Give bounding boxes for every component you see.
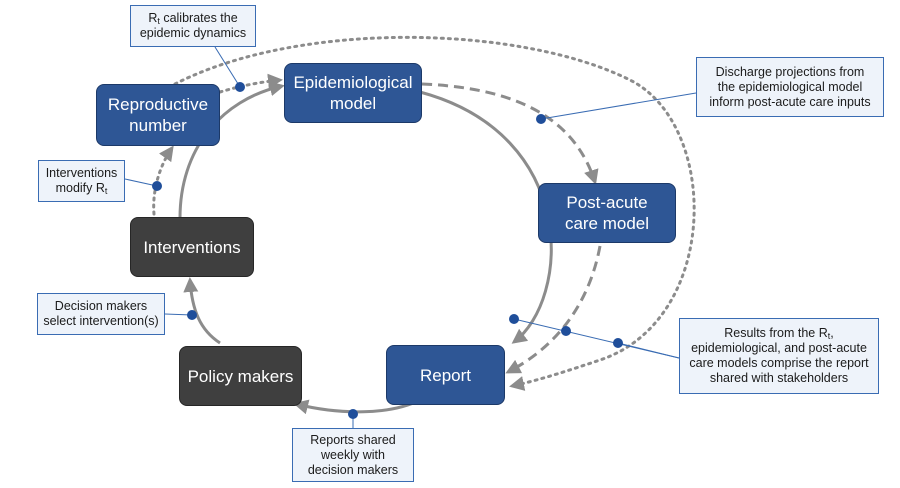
dot-rt-calibrates	[235, 82, 245, 92]
callout-results: Results from the Rt, epidemiological, an…	[679, 318, 879, 394]
callout-decision-makers: Decision makers select intervention(s)	[37, 293, 165, 335]
arrow-rt-outer-loop-to-report	[173, 35, 696, 391]
arrow-policy-to-interventions	[183, 277, 221, 345]
arrow-epi-to-postacute	[421, 82, 599, 185]
node-interventions: Interventions	[130, 217, 254, 277]
leader-interventions-modify	[124, 178, 158, 187]
callout-rt-calibrates-sub: t	[157, 16, 160, 26]
callout-interventions-modify-sub: t	[104, 186, 108, 196]
callout-rt-calibrates-pre: R	[148, 11, 158, 25]
callout-results-pre: Results from the R	[724, 326, 828, 340]
callout-decision-makers-line2: select intervention(s)	[43, 314, 159, 328]
leader-discharge	[540, 92, 697, 120]
callout-results-line3: care models comprise the report	[689, 356, 869, 370]
dot-interventions-modify	[152, 181, 162, 191]
leader-rt-calibrates	[214, 46, 241, 88]
callout-reports-shared: Reports shared weekly with decision make…	[292, 428, 414, 482]
callout-discharge: Discharge projections from the epidemiol…	[696, 57, 884, 117]
dot-results-c	[613, 338, 623, 348]
arrow-postacute-to-report	[505, 245, 602, 374]
dot-results-b	[561, 326, 571, 336]
callout-discharge-line3: inform post-acute care inputs	[709, 94, 871, 109]
leader-results-c	[617, 342, 680, 359]
callout-rt-calibrates-post: calibrates the	[159, 11, 238, 25]
callout-discharge-line2: the epidemiological model	[717, 79, 863, 94]
arrow-epi-to-report	[419, 90, 553, 344]
callout-results-sub: t	[827, 331, 831, 341]
node-post-acute-care-model: Post-acute care model	[538, 183, 676, 243]
node-reproductive-number: Reproductive number	[96, 84, 220, 146]
callout-interventions-modify-pre: modify R	[55, 181, 105, 195]
callout-results-post: ,	[830, 326, 834, 340]
callout-discharge-line1: Discharge projections from	[715, 64, 865, 79]
arrow-rt-to-epi	[218, 73, 283, 94]
callout-reports-shared-line2: weekly with	[321, 447, 385, 462]
callout-interventions-modify-line1: Interventions	[45, 166, 118, 180]
node-epidemiological-model: Epidemiological model	[284, 63, 422, 123]
callout-results-line2: epidemiological, and post-acute	[691, 341, 867, 355]
arrow-interventions-to-rt	[152, 145, 174, 216]
callout-interventions-modify: Interventions modify Rt	[38, 160, 125, 202]
callout-rt-calibrates-line2: epidemic dynamics	[139, 26, 247, 40]
callout-reports-shared-line1: Reports shared	[310, 432, 396, 447]
callout-rt-calibrates: Rt calibrates the epidemic dynamics	[130, 5, 256, 47]
callout-results-line4: shared with stakeholders	[709, 371, 849, 385]
dot-discharge	[536, 114, 546, 124]
node-policy-makers: Policy makers	[179, 346, 302, 406]
callout-reports-shared-line3: decision makers	[307, 462, 399, 477]
dot-results-a	[509, 314, 519, 324]
callout-decision-makers-line1: Decision makers	[54, 299, 148, 313]
dot-decision-makers	[187, 310, 197, 320]
node-report: Report	[386, 345, 505, 405]
dot-reports-shared	[348, 409, 358, 419]
